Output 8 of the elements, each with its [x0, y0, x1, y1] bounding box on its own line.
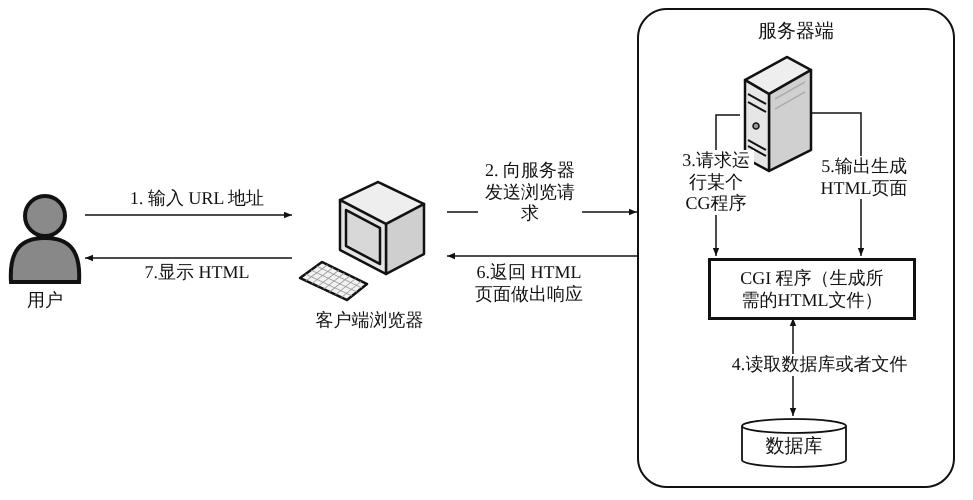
database-cylinder: 数据库 — [740, 418, 848, 468]
arrow — [85, 254, 292, 262]
panel-title: 服务器端 — [757, 20, 835, 44]
process-box: CGI 程序（生成所需的HTML文件） — [708, 258, 916, 320]
node-caption: 客户端浏览器 — [314, 309, 424, 332]
arrow — [85, 212, 292, 218]
node-caption: 用户 — [26, 289, 64, 312]
arrow — [447, 252, 637, 260]
